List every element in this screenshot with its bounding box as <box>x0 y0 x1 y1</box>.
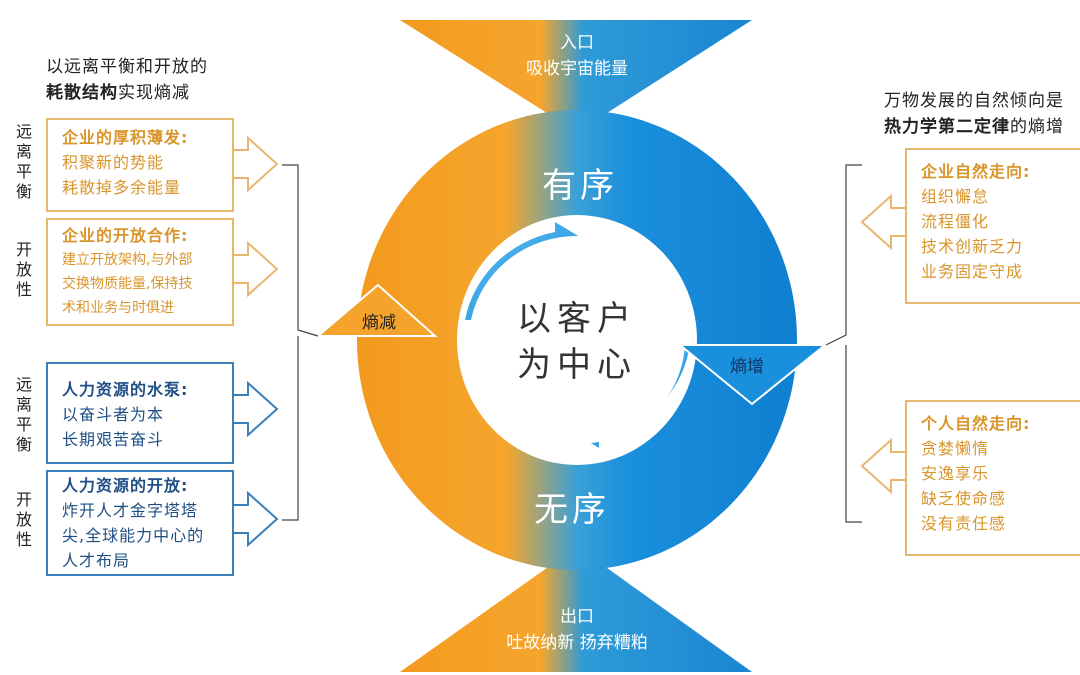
outlet-label: 出口 吐故纳新 扬弃糟粕 <box>462 604 692 656</box>
arrow-r2 <box>860 437 908 495</box>
box-personal-tendency-line: 安逸享乐 <box>921 464 990 483</box>
box-hr-open-line: 人才布局 <box>62 551 131 570</box>
arrow-b2 <box>231 240 279 298</box>
left-caption-bold: 耗散结构 <box>46 83 118 103</box>
arrow-r1 <box>860 193 908 251</box>
center-label: 以客户 为中心 <box>497 296 657 388</box>
box-hr-pump: 人力资源的水泵: 以奋斗者为本 长期艰苦奋斗 <box>46 362 234 464</box>
side-label-lower-a: 远离平衡 <box>15 375 32 454</box>
box-hr-open: 人力资源的开放: 炸开人才金字塔塔 尖,全球能力中心的 人才布局 <box>46 470 234 576</box>
box-hr-pump-title: 人力资源的水泵: <box>62 380 189 399</box>
disordered-label: 无序 <box>534 490 610 530</box>
box-accumulation-line: 耗散掉多余能量 <box>62 178 182 197</box>
box-hr-open-title: 人力资源的开放: <box>62 476 189 495</box>
box-personal-tendency-title: 个人自然走向: <box>921 414 1031 433</box>
box-personal-tendency: 个人自然走向: 贪婪懒惰 安逸享乐 缺乏使命感 没有责任感 <box>905 400 1080 556</box>
box-accumulation: 企业的厚积薄发: 积聚新的势能 耗散掉多余能量 <box>46 118 234 212</box>
box-open-cooperation-line: 建立开放架构,与外部 <box>62 252 193 268</box>
box-personal-tendency-line: 贪婪懒惰 <box>921 439 990 458</box>
box-personal-tendency-line: 没有责任感 <box>921 514 1007 533</box>
box-enterprise-tendency: 企业自然走向: 组织懈怠 流程僵化 技术创新乏力 业务固定守成 <box>905 148 1080 304</box>
box-open-cooperation: 企业的开放合作: 建立开放架构,与外部 交换物质能量,保持技 术和业务与时俱进 <box>46 218 234 326</box>
box-open-cooperation-line: 术和业务与时俱进 <box>62 300 174 316</box>
box-accumulation-title: 企业的厚积薄发: <box>62 128 189 147</box>
right-caption-rest: 的熵增 <box>1010 117 1064 137</box>
box-enterprise-tendency-line: 流程僵化 <box>921 212 990 231</box>
box-hr-pump-line: 长期艰苦奋斗 <box>62 430 165 449</box>
outlet-title: 出口 <box>560 607 594 627</box>
box-hr-open-line: 炸开人才金字塔塔 <box>62 501 199 520</box>
arrow-b4 <box>231 490 279 548</box>
left-caption-rest: 实现熵减 <box>118 83 190 103</box>
box-enterprise-tendency-title: 企业自然走向: <box>921 162 1031 181</box>
cycle-ring-shape <box>357 110 798 570</box>
left-caption: 以远离平衡和开放的 耗散结构实现熵减 <box>46 54 208 106</box>
box-accumulation-line: 积聚新的势能 <box>62 153 165 172</box>
inlet-title: 入口 <box>560 33 594 53</box>
outlet-gate-shape <box>400 560 752 672</box>
box-open-cooperation-line: 交换物质能量,保持技 <box>62 276 193 292</box>
box-personal-tendency-line: 缺乏使命感 <box>921 489 1007 508</box>
side-label-upper-a: 远离平衡 <box>15 122 32 201</box>
entropy-increase-label: 熵增 <box>730 357 764 377</box>
center-line1: 以客户 <box>517 299 637 339</box>
right-caption-bold: 热力学第二定律 <box>884 117 1010 137</box>
arrow-b3 <box>231 380 279 438</box>
box-hr-pump-line: 以奋斗者为本 <box>62 405 165 424</box>
entropy-decrease-triangle <box>315 283 438 337</box>
entropy-decrease-label: 熵减 <box>362 313 396 333</box>
box-open-cooperation-title: 企业的开放合作: <box>62 226 189 245</box>
box-enterprise-tendency-line: 组织懈怠 <box>921 187 990 206</box>
side-label-upper-b: 开放性 <box>15 240 32 299</box>
entropy-increase-triangle <box>677 344 828 406</box>
inlet-gate-shape <box>400 20 752 120</box>
center-line2: 为中心 <box>517 345 637 385</box>
left-caption-line1: 以远离平衡和开放的 <box>46 57 208 77</box>
outlet-subtitle: 吐故纳新 扬弃糟粕 <box>506 633 648 653</box>
side-label-lower-b: 开放性 <box>15 490 32 549</box>
inlet-subtitle: 吸收宇宙能量 <box>526 59 628 79</box>
box-enterprise-tendency-line: 业务固定守成 <box>921 262 1024 281</box>
right-caption-line1: 万物发展的自然倾向是 <box>884 91 1064 111</box>
box-hr-open-line: 尖,全球能力中心的 <box>62 526 205 545</box>
arrow-b1 <box>231 135 279 193</box>
ordered-label: 有序 <box>542 166 618 206</box>
box-enterprise-tendency-line: 技术创新乏力 <box>921 237 1024 256</box>
right-caption: 万物发展的自然倾向是 热力学第二定律的熵增 <box>884 88 1064 140</box>
inlet-label: 入口 吸收宇宙能量 <box>477 30 677 82</box>
